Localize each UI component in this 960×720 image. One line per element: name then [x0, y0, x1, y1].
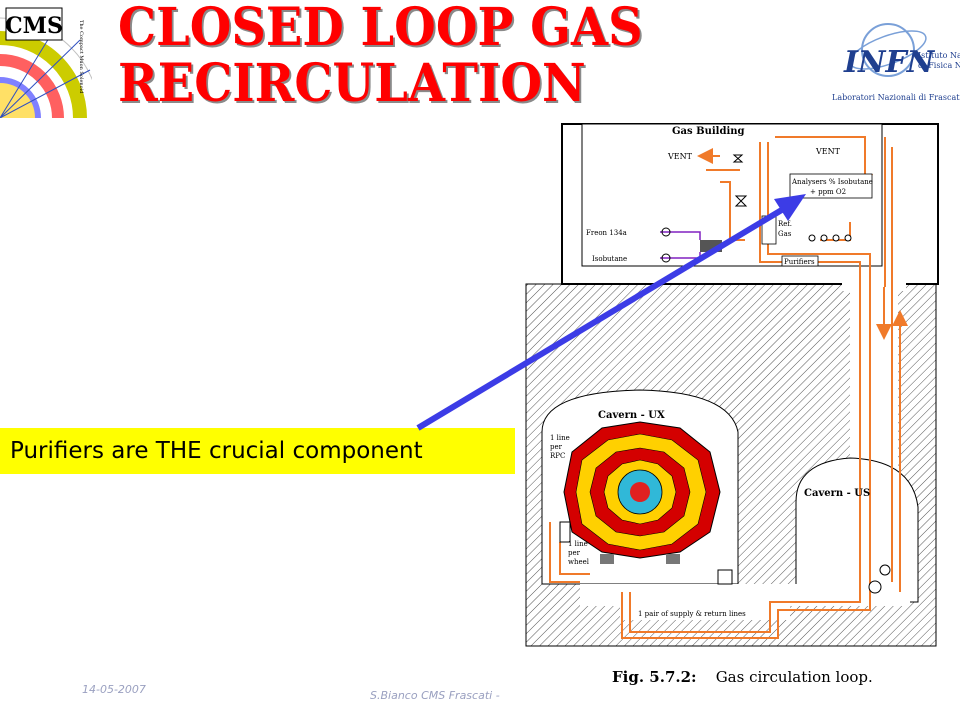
- slide-title-line2: RECIRCULATION: [118, 53, 586, 114]
- label-cavern-us: Cavern - US: [804, 488, 870, 499]
- label-line-rpc-2: per: [550, 443, 563, 451]
- ref-gas-box: [761, 215, 777, 245]
- label-ref-gas-2: Gas: [778, 230, 792, 238]
- label-analysers-2: + ppm O2: [810, 188, 846, 196]
- label-line-rpc-1: 1 line: [550, 434, 570, 442]
- infn-logo-line3: Laboratori Nazionali di Frascati: [832, 93, 960, 102]
- cms-logo: CMS The Compact Muon Solenoid: [0, 0, 92, 118]
- label-line-rpc-3: RPC: [550, 452, 565, 460]
- mixer-box: [700, 240, 722, 252]
- gas-circulation-diagram: Gas Building VENT VENT Analysers % Isobu…: [525, 123, 939, 647]
- label-line-wheel-3: wheel: [568, 558, 590, 566]
- vent-valve-icon: [732, 154, 744, 163]
- label-supply-return: 1 pair of supply & return lines: [638, 610, 746, 618]
- label-purifiers: Purifiers: [784, 258, 815, 266]
- label-vent-left: VENT: [667, 152, 693, 161]
- label-analysers-1: Analysers % Isobutane: [791, 178, 873, 186]
- label-ref-gas-1: Ref.: [778, 220, 792, 228]
- infn-logo-line1: Istituto Nazionale: [918, 51, 960, 60]
- label-vent-right: VENT: [815, 147, 841, 156]
- label-gas-building: Gas Building: [672, 126, 745, 137]
- flowmeter-bank-icon: [808, 234, 852, 242]
- cms-logo-mark: CMS: [5, 13, 63, 39]
- label-freon: Freon 134a: [586, 229, 627, 237]
- footer-author: S.Bianco CMS Frascati -: [370, 689, 500, 702]
- footer-date: 14-05-2007: [82, 683, 146, 696]
- slide-title-line1: CLOSED LOOP GAS: [118, 0, 643, 58]
- cms-logo-tagline: The Compact Muon Solenoid: [78, 20, 84, 94]
- label-line-wheel-1: 1 line: [568, 540, 588, 548]
- pump-icon: [868, 580, 882, 594]
- rack-box: [717, 569, 733, 585]
- label-isobutane: Isobutane: [592, 255, 627, 263]
- callout-box: Purifiers are THE crucial component: [0, 428, 515, 474]
- infn-logo-line2: di Fisica Nucleare: [918, 61, 960, 70]
- infn-logo: INFN Istituto Nazionale di Fisica Nuclea…: [832, 23, 960, 102]
- figure-caption-text: Gas circulation loop.: [715, 668, 873, 686]
- title-region: CLOSED LOOP GAS RECIRCULATION: [0, 0, 960, 122]
- distribution-box: [559, 521, 571, 543]
- slide-title: CLOSED LOOP GAS RECIRCULATION: [118, 0, 643, 112]
- label-cavern-ux: Cavern - UX: [598, 410, 665, 421]
- infn-logo-mark: INFN: [843, 45, 936, 80]
- figure-caption: Fig. 5.7.2: Gas circulation loop.: [612, 668, 873, 686]
- label-line-wheel-2: per: [568, 549, 581, 557]
- callout-text: Purifiers are THE crucial component: [10, 438, 423, 464]
- return-valve-icon: [879, 564, 891, 576]
- figure-caption-label: Fig. 5.7.2:: [612, 668, 697, 686]
